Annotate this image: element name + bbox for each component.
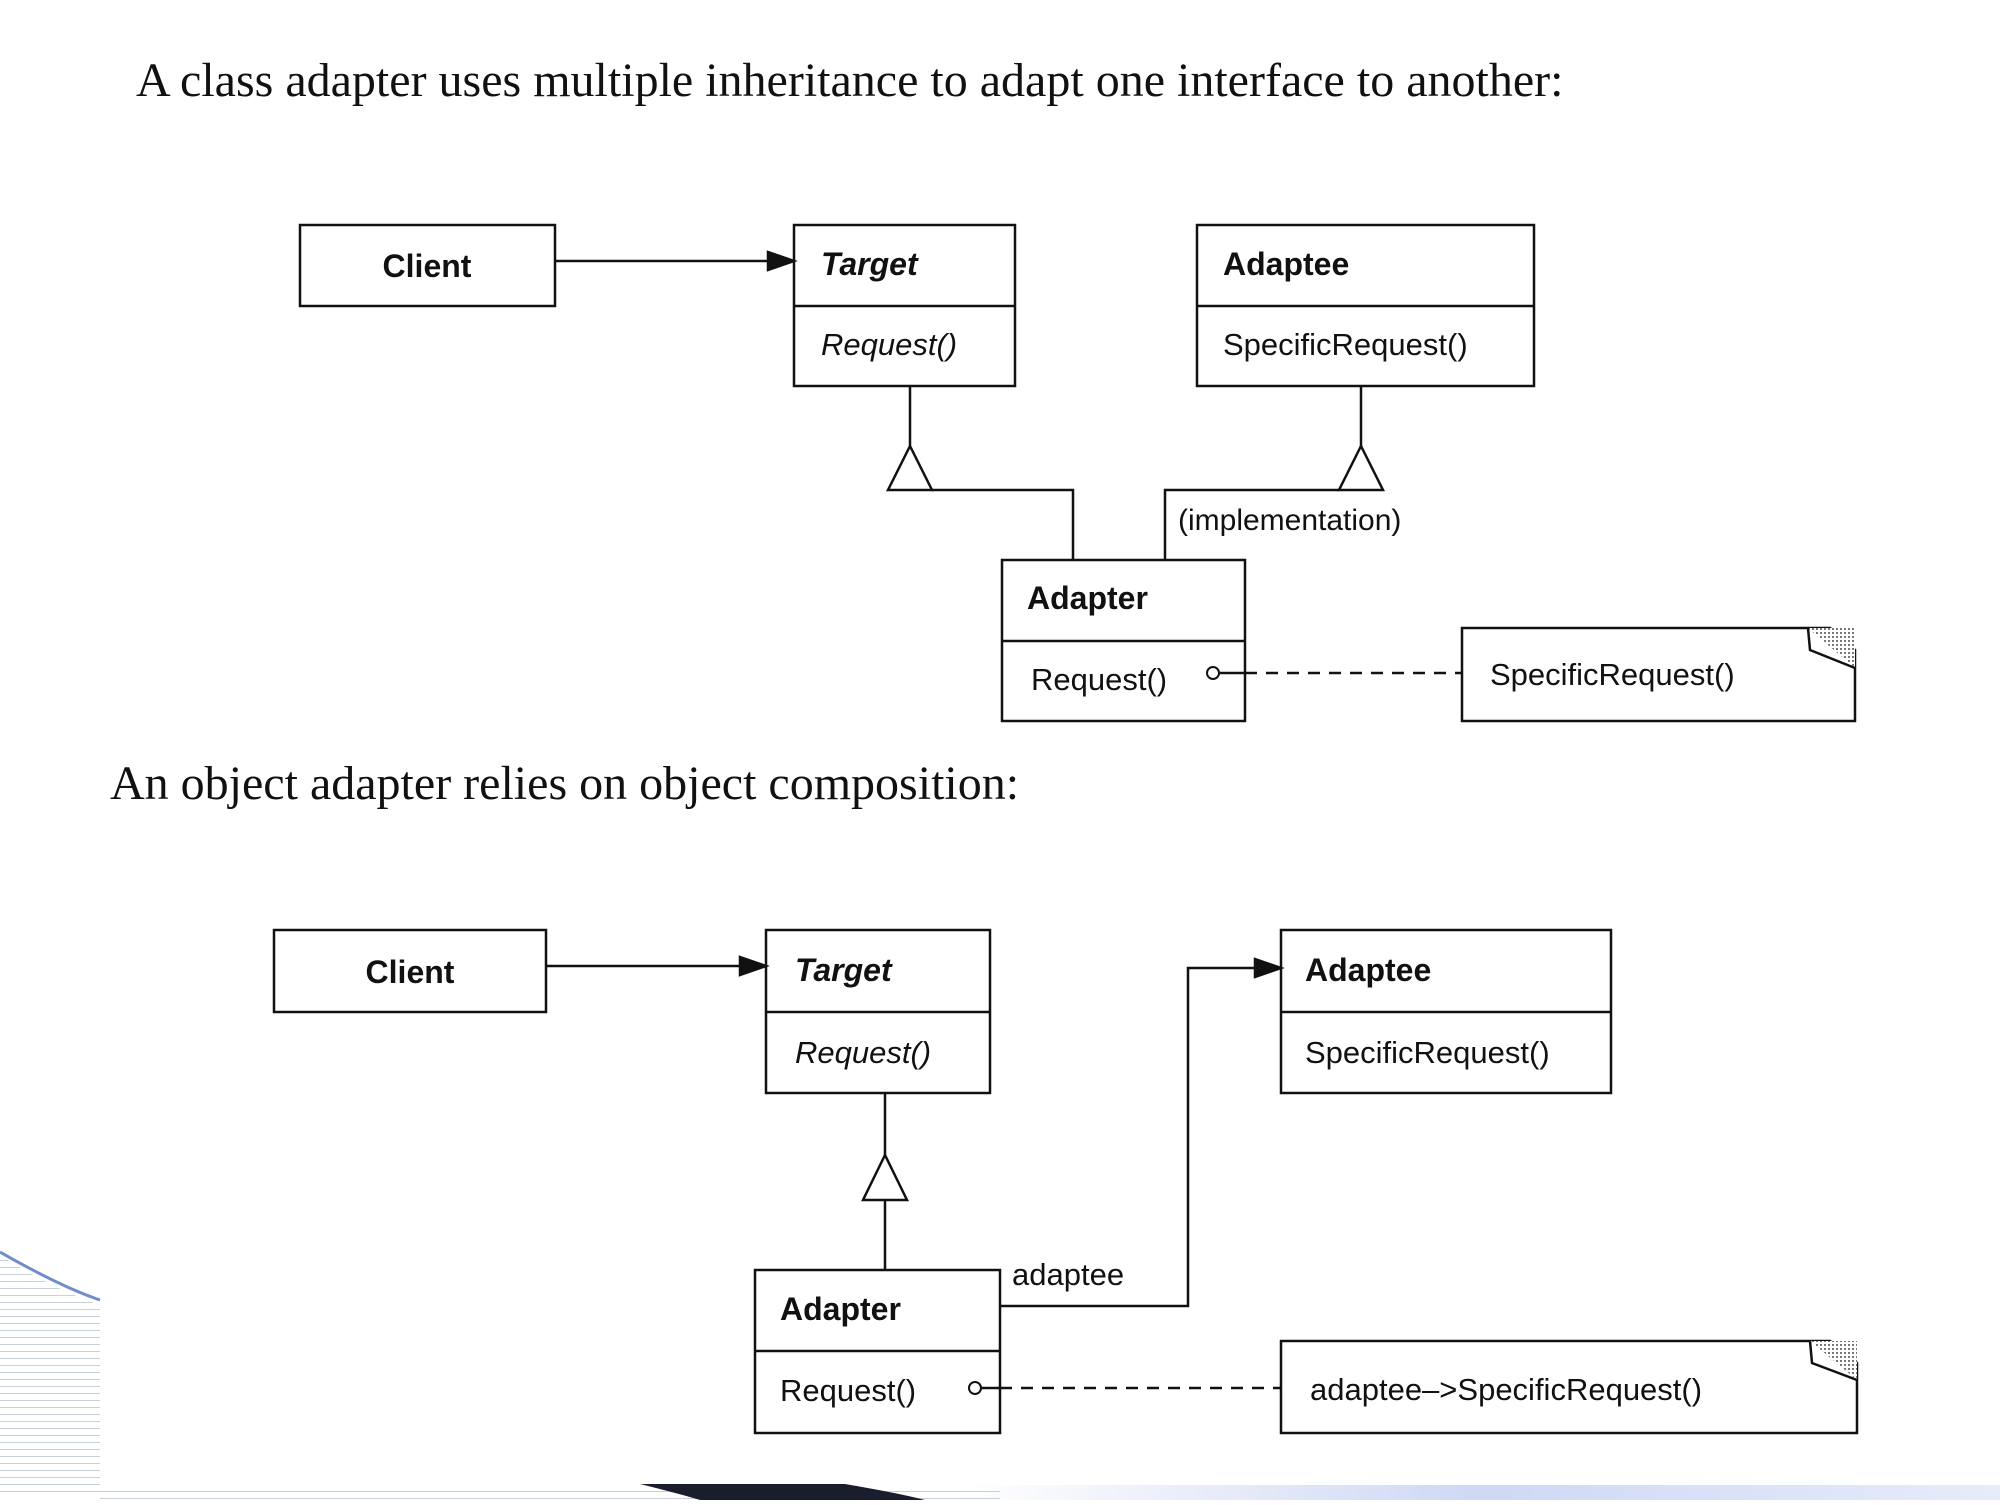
object-adapter-operation: Request() [780, 1373, 916, 1408]
object-client-target-association [546, 955, 770, 977]
class-implementation-label: (implementation) [1178, 504, 1401, 537]
object-adaptee-label: adaptee [1012, 1257, 1124, 1292]
class-adaptee-name: Adaptee [1223, 246, 1349, 282]
class-adaptee-operation: SpecificRequest() [1223, 327, 1468, 362]
object-note-text: adaptee–>SpecificRequest() [1310, 1372, 1702, 1407]
class-client-label: Client [383, 248, 472, 284]
object-target-operation: Request() [795, 1035, 931, 1070]
object-target-box [764, 928, 992, 1095]
object-adapter-name: Adapter [780, 1291, 901, 1327]
object-adaptee-name: Adaptee [1305, 952, 1431, 988]
object-adaptee-box [1279, 928, 1613, 1095]
class-target-box [792, 223, 1017, 388]
class-target-inheritance [885, 386, 1075, 560]
class-target-operation: Request() [821, 327, 957, 362]
object-adaptee-association [1000, 957, 1285, 1308]
object-target-name: Target [795, 952, 893, 988]
object-adapter-box [753, 1268, 1002, 1435]
class-note-text: SpecificRequest() [1490, 657, 1735, 692]
class-client-target-association [555, 250, 798, 272]
class-note-box [1460, 626, 1857, 723]
class-target-name: Target [821, 246, 919, 282]
hatched-corner-decoration [0, 1250, 2000, 1500]
object-client-label: Client [366, 954, 455, 990]
object-client-box [272, 928, 548, 1014]
class-adaptee-inheritance [1163, 386, 1386, 560]
class-adaptee-box [1195, 223, 1536, 388]
object-adapter-heading: An object adapter relies on object compo… [110, 757, 1019, 810]
class-adapter-box [1000, 558, 1247, 723]
class-adapter-diagram [298, 223, 1857, 723]
class-implementation-link [1206, 666, 1462, 680]
class-adapter-labels: Client Target Request() Adaptee Specific… [383, 246, 1735, 697]
class-adapter-name: Adapter [1027, 580, 1148, 616]
object-adapter-labels: Client Target Request() Adaptee Specific… [366, 952, 1703, 1408]
class-client-box [298, 223, 557, 308]
class-adapter-heading: A class adapter uses multiple inheritanc… [136, 54, 1563, 107]
object-note-box [1279, 1339, 1859, 1435]
object-implementation-link [968, 1381, 1281, 1395]
object-adaptee-operation: SpecificRequest() [1305, 1035, 1550, 1070]
class-adapter-operation: Request() [1031, 662, 1167, 697]
object-adapter-diagram [272, 928, 1859, 1435]
object-target-inheritance [860, 1093, 910, 1270]
